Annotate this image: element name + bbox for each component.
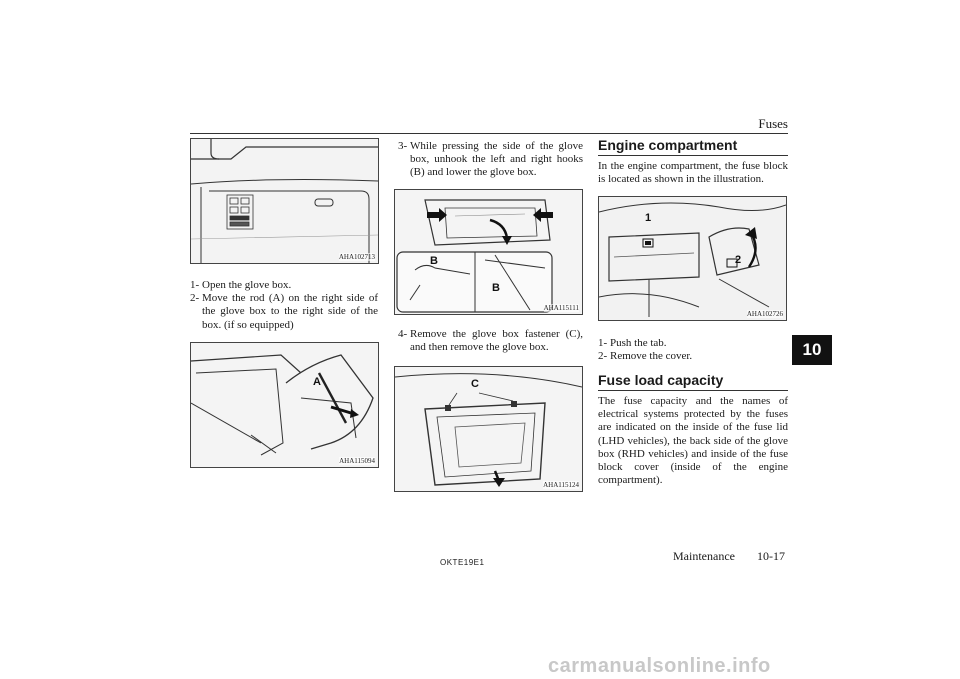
- fuse-panel: [226, 194, 254, 230]
- step-4: 4-Remove the glove box fastener (C), and…: [398, 328, 583, 354]
- figure-code: AHA102726: [746, 310, 783, 318]
- callout-b-left: B: [430, 255, 438, 267]
- step-3: 3-While pressing the side of the glove b…: [398, 140, 583, 179]
- figure-glove-box-fastener: C AHA115124: [394, 366, 583, 492]
- chapter-number: 10: [802, 340, 822, 359]
- document-code: OKTE19E1: [440, 558, 485, 567]
- running-header-title: Fuses: [758, 116, 788, 131]
- heading-fuse-load-capacity: Fuse load capacity: [598, 372, 788, 391]
- step-push-tab: 1-Push the tab.: [598, 337, 667, 349]
- engine-fuse-block-illustration: 1 2: [599, 197, 786, 320]
- glove-box-hooks-illustration: B B: [395, 190, 582, 314]
- callout-1: 1: [645, 212, 651, 224]
- figure-code: AHA102713: [338, 253, 375, 261]
- engine-compartment-intro: In the engine compartment, the fuse bloc…: [598, 160, 788, 186]
- glove-box-rod-illustration: A: [191, 343, 378, 467]
- watermark: carmanualsonline.info: [548, 655, 771, 677]
- callout-c: C: [471, 378, 479, 390]
- callout-a: A: [313, 376, 321, 388]
- figure-code: AHA115094: [339, 457, 375, 465]
- fuse-load-paragraph: The fuse capacity and the names of elect…: [598, 395, 788, 487]
- header-rule: [190, 133, 788, 134]
- figure-glove-box-hooks: B B AHA115111: [394, 189, 583, 315]
- steps-col3: 1-Push the tab. 2-Remove the cover.: [598, 337, 788, 363]
- step-1: 1-Open the glove box.: [190, 279, 292, 291]
- figure-code: AHA115124: [543, 481, 579, 489]
- figure-code: AHA115111: [543, 304, 579, 312]
- callout-2: 2: [735, 254, 741, 266]
- callout-b-right: B: [492, 282, 500, 294]
- figure-glove-box-closed: AHA102713: [190, 138, 379, 264]
- glove-box-closed-illustration: [191, 139, 378, 263]
- steps-col1: 1-Open the glove box. 2-Move the rod (A)…: [190, 279, 378, 332]
- page-number: 10-17: [757, 549, 785, 563]
- glove-box-fastener-illustration: C: [395, 367, 582, 491]
- footer-section-name: Maintenance: [673, 549, 735, 563]
- chapter-tab: 10: [792, 335, 832, 365]
- heading-engine-compartment: Engine compartment: [598, 137, 788, 156]
- figure-glove-box-rod: A AHA115094: [190, 342, 379, 468]
- figure-engine-fuse-block: 1 2 AHA102726: [598, 196, 787, 321]
- step-2: 2-Move the rod (A) on the right side of …: [190, 292, 378, 331]
- step-remove-cover: 2-Remove the cover.: [598, 350, 693, 363]
